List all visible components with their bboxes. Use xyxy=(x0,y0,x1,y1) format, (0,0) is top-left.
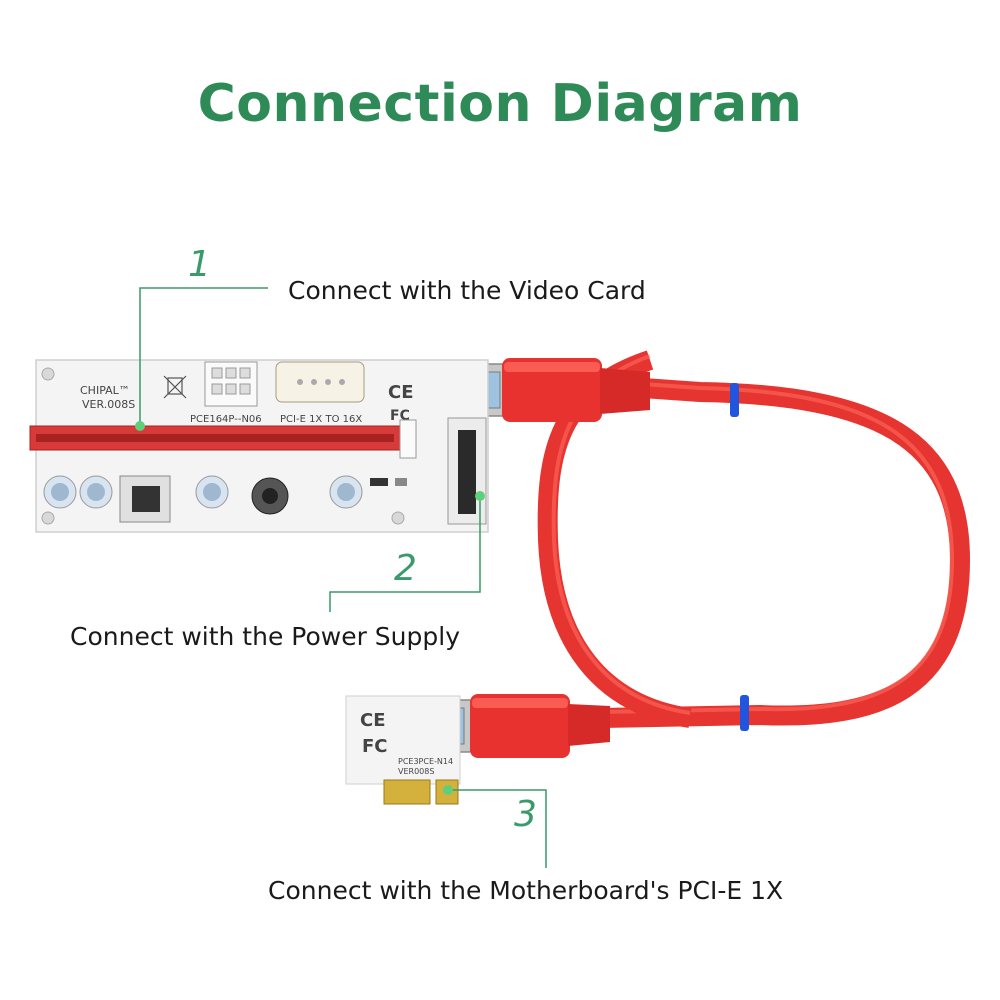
card-ce-mark: CE xyxy=(360,710,386,731)
x1-adapter-card xyxy=(345,695,461,785)
molex-connector xyxy=(275,361,365,403)
diagram-title: Connection Diagram xyxy=(197,74,803,134)
usb-cable-highlight xyxy=(598,379,955,714)
step-caption-1: Connect with the Video Card xyxy=(288,276,646,305)
step-caption-3: Connect with the Motherboard's PCI-E 1X xyxy=(268,876,784,905)
step-number-3: 3 xyxy=(514,794,537,835)
board-model: PCE164P--N06 xyxy=(190,414,262,425)
usb-plug-top-body xyxy=(502,358,602,422)
leader-line-1 xyxy=(139,287,268,426)
board-version: VER.008S xyxy=(82,398,135,411)
card-fc-mark: FC xyxy=(362,736,388,757)
card-model: PCE3PCE-N14 xyxy=(398,757,453,766)
board-brand: CHIPAL™ xyxy=(80,384,130,397)
cable-band-bottom xyxy=(740,695,749,731)
leader-line-2 xyxy=(329,500,481,612)
step-number-1: 1 xyxy=(188,244,211,285)
step-caption-2: Connect with the Power Supply xyxy=(70,622,461,651)
step-number-2: 2 xyxy=(394,548,417,589)
leader-line-3 xyxy=(448,789,547,868)
board-ce-mark: CE xyxy=(388,382,414,403)
card-version: VER008S xyxy=(398,767,434,776)
connection-point-3 xyxy=(443,785,453,795)
usb-plug-bottom-body xyxy=(470,694,570,758)
weee-bin-icon xyxy=(163,375,187,399)
connection-point-2 xyxy=(475,491,485,501)
cable-band-top xyxy=(730,383,739,417)
usb-cable xyxy=(590,375,971,728)
x1-gold-fingers-left xyxy=(383,779,431,805)
capacitors xyxy=(43,475,363,509)
board-slot-text: PCI-E 1X TO 16X xyxy=(280,414,362,425)
connection-point-1 xyxy=(135,421,145,431)
